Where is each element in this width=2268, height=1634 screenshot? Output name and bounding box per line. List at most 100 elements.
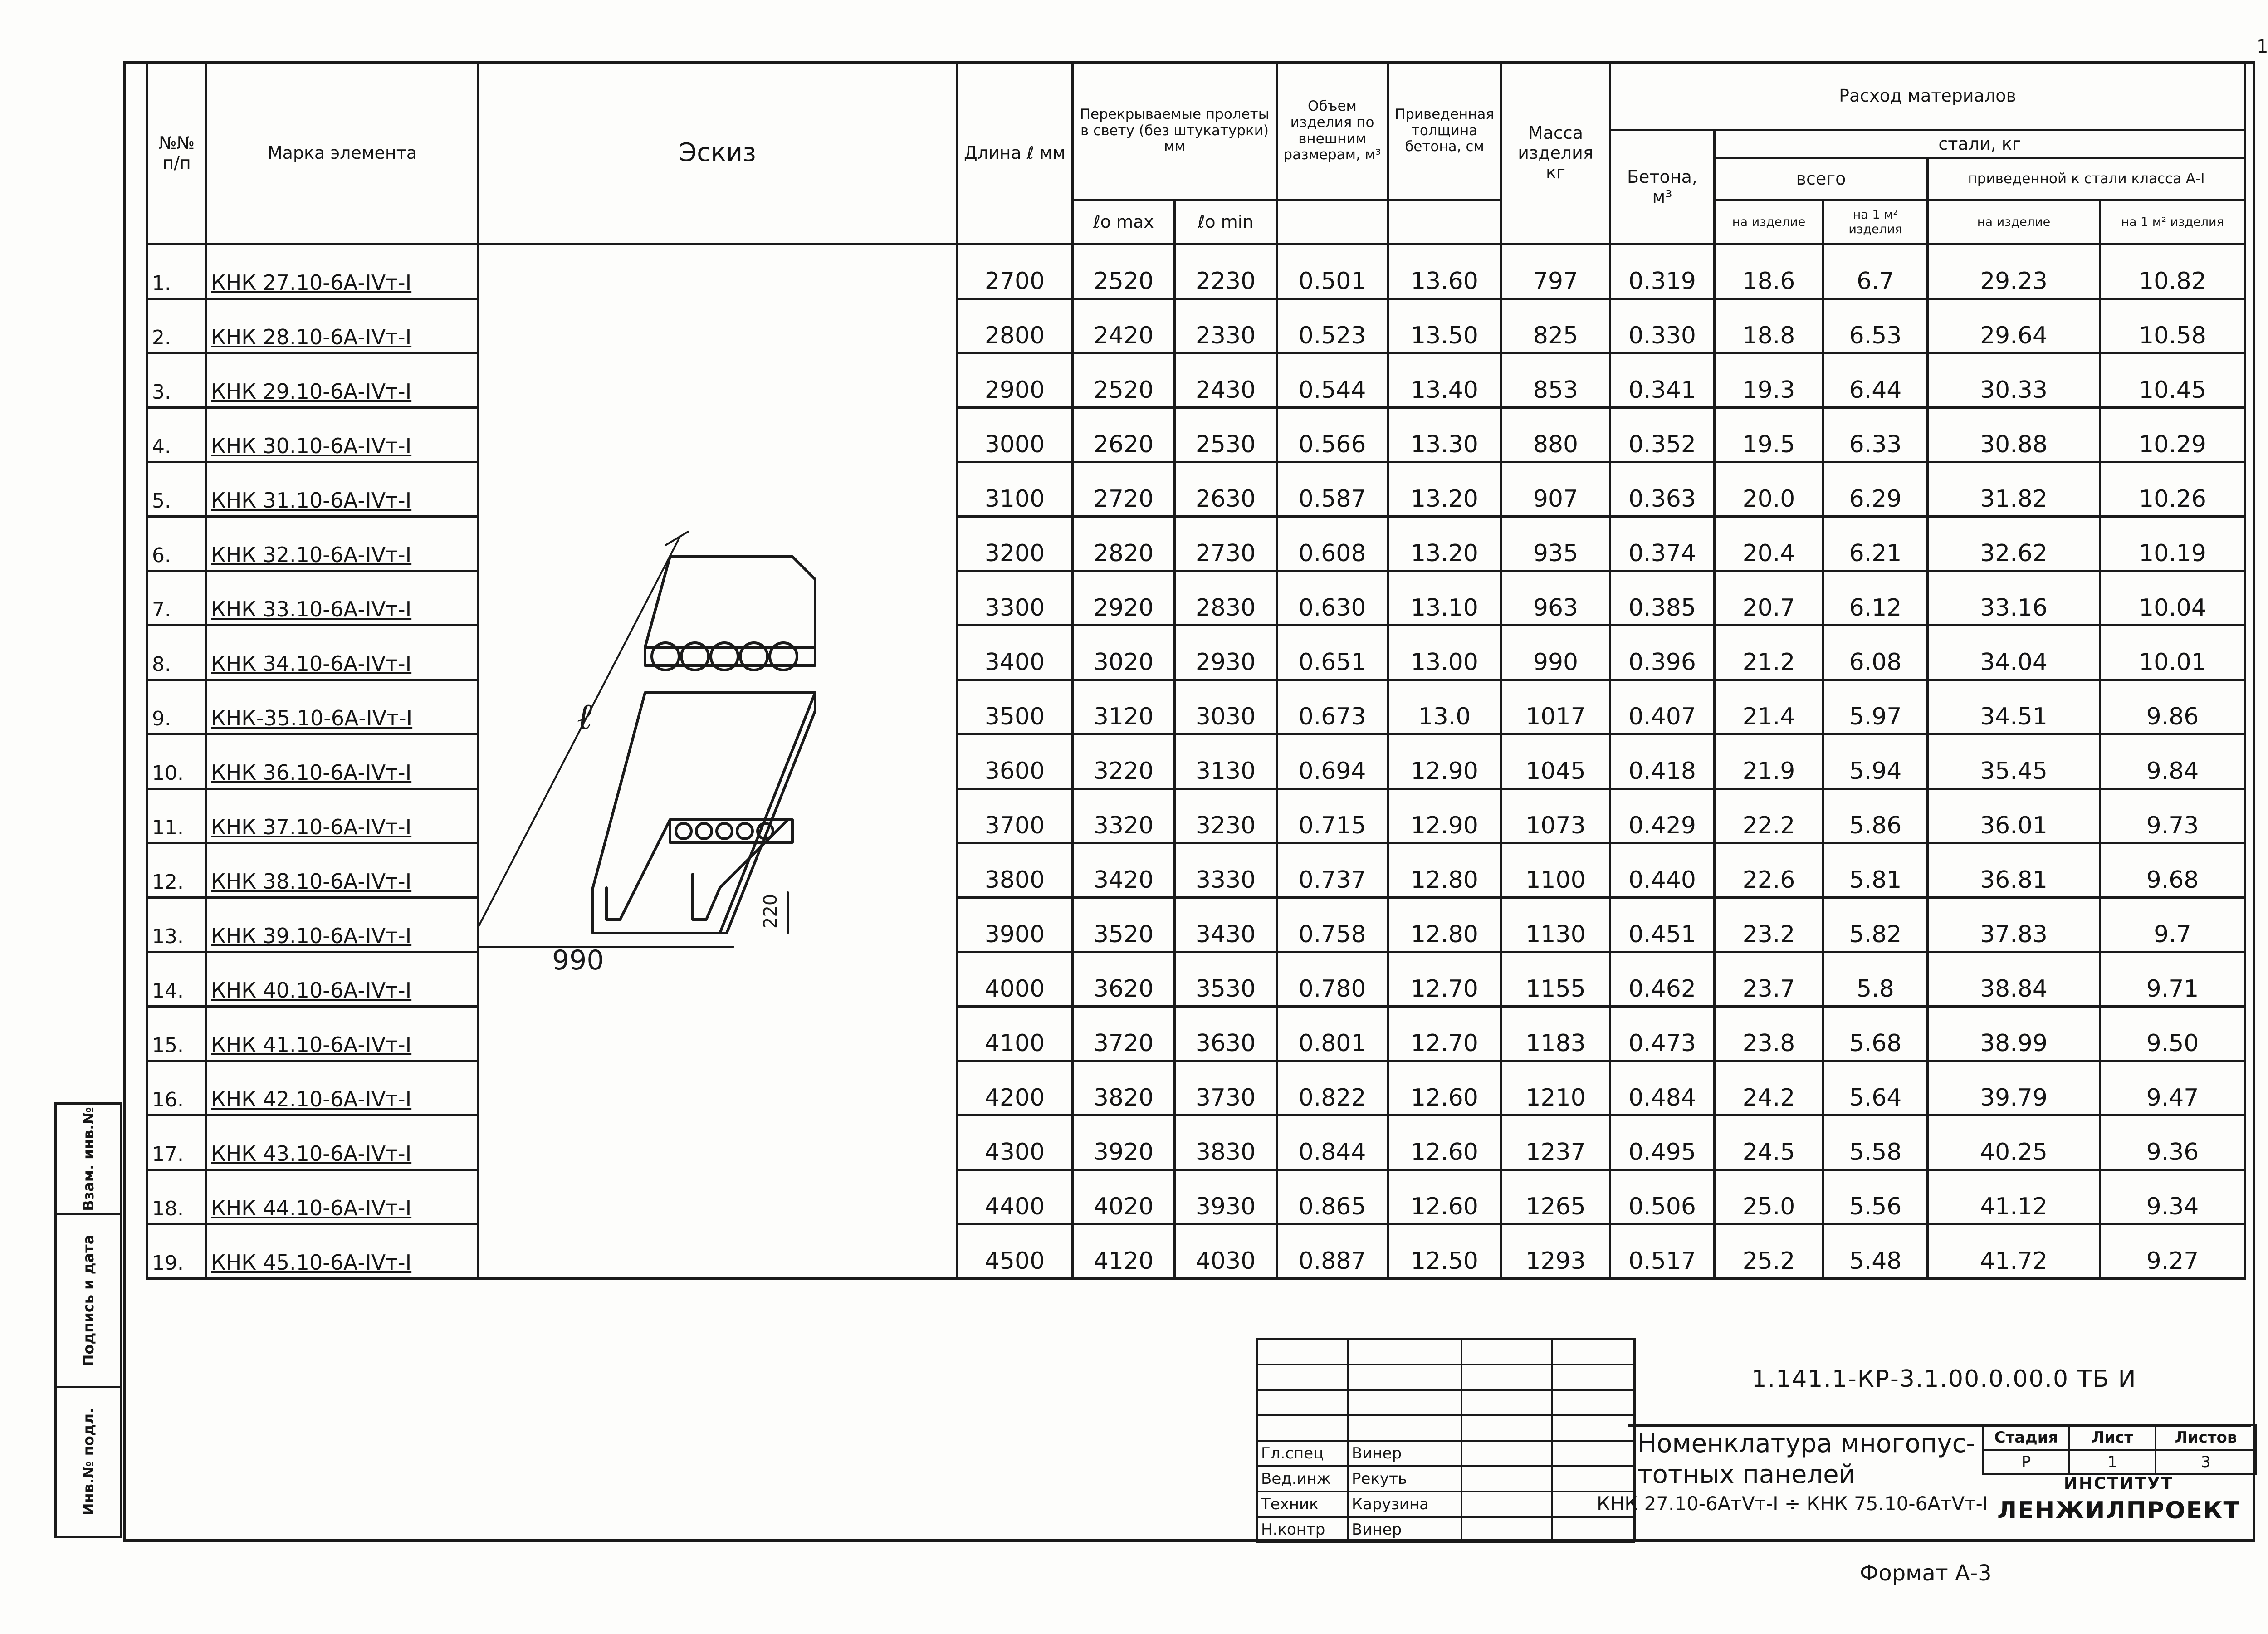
row-reduced-total: 34.51	[1926, 679, 2101, 735]
row-mark: КНК 27.10-6А-IVт-I	[205, 243, 479, 300]
row-steel-total: 19.3	[1713, 352, 1824, 409]
table-row: 13. КНК 39.10-6А-IVт-I 3900 3520 3430 0.…	[146, 896, 2246, 953]
row-concrete: 0.429	[1609, 788, 1716, 844]
document-code: 1.141.1-КР-3.1.00.0.00.0 ТБ И	[1751, 1365, 2137, 1393]
row-mark: КНК 40.10-6А-IVт-I	[205, 951, 479, 1008]
row-mass: 797	[1500, 243, 1611, 300]
sheet-value: 1	[2068, 1449, 2156, 1475]
row-length: 3700	[956, 788, 1074, 844]
title-block-cell	[1551, 1338, 1635, 1365]
sketch-width-dim: 990	[552, 944, 604, 976]
row-span-max: 2420	[1071, 298, 1176, 354]
row-mark: КНК 39.10-6А-IVт-I	[205, 896, 479, 953]
panel-sketch: ℓ 990 220	[480, 531, 816, 976]
row-thickness: 12.90	[1387, 733, 1502, 790]
row-reduced-per-m2: 9.68	[2099, 842, 2246, 899]
row-steel-total: 23.7	[1713, 951, 1824, 1008]
row-steel-total: 22.6	[1713, 842, 1824, 899]
row-reduced-per-m2: 10.82	[2099, 243, 2246, 300]
row-span-max: 3820	[1071, 1060, 1176, 1116]
row-number: 11.	[146, 788, 207, 844]
row-span-max: 2620	[1071, 406, 1176, 463]
row-steel-per-m2: 5.82	[1822, 896, 1929, 953]
header-per-m2: на 1 м² изделия	[1822, 199, 1929, 245]
row-thickness: 13.10	[1387, 570, 1502, 626]
row-reduced-total: 29.23	[1926, 243, 2101, 300]
row-volume: 0.801	[1276, 1005, 1389, 1062]
row-volume: 0.501	[1276, 243, 1389, 300]
row-thickness: 12.80	[1387, 896, 1502, 953]
row-reduced-total: 39.79	[1926, 1060, 2101, 1116]
row-thickness: 12.80	[1387, 842, 1502, 899]
row-reduced-total: 40.25	[1926, 1114, 2101, 1171]
row-reduced-per-m2: 9.50	[2099, 1005, 2246, 1062]
table-row: 18. КНК 44.10-6А-IVт-I 4400 4020 3930 0.…	[146, 1169, 2246, 1225]
hollow-cores-far	[650, 641, 798, 671]
signature-mark	[1461, 1491, 1553, 1518]
row-number: 19.	[146, 1223, 207, 1280]
row-mass: 963	[1500, 570, 1611, 626]
row-mark: КНК 42.10-6А-IVт-I	[205, 1060, 479, 1116]
row-concrete: 0.330	[1609, 298, 1716, 354]
header-mark: Марка элемента	[205, 61, 479, 245]
row-reduced-per-m2: 9.27	[2099, 1223, 2246, 1280]
row-mass: 990	[1500, 624, 1611, 681]
row-span-min: 3430	[1173, 896, 1278, 953]
title-block-cell	[1461, 1389, 1553, 1416]
row-number: 15.	[146, 1005, 207, 1062]
title-block-cell	[1461, 1414, 1553, 1442]
row-mass: 1237	[1500, 1114, 1611, 1171]
header-steel: стали, кг	[1713, 129, 2246, 159]
row-span-max: 3120	[1071, 679, 1176, 735]
header-volume-unit	[1276, 199, 1389, 245]
row-span-max: 3920	[1071, 1114, 1176, 1171]
row-mass: 880	[1500, 406, 1611, 463]
row-number: 1.	[146, 243, 207, 300]
title-block-cell	[1347, 1338, 1462, 1365]
row-steel-per-m2: 5.97	[1822, 679, 1929, 735]
row-steel-per-m2: 5.68	[1822, 1005, 1929, 1062]
row-reduced-total: 38.99	[1926, 1005, 2101, 1062]
row-volume: 0.844	[1276, 1114, 1389, 1171]
row-thickness: 13.50	[1387, 298, 1502, 354]
row-mass: 1100	[1500, 842, 1611, 899]
row-span-min: 3530	[1173, 951, 1278, 1008]
row-concrete: 0.451	[1609, 896, 1716, 953]
row-concrete: 0.352	[1609, 406, 1716, 463]
stage-value: Р	[1982, 1449, 2070, 1475]
sketch-cell: ℓ 990 220	[477, 243, 958, 1280]
signature-mark	[1461, 1516, 1553, 1543]
row-steel-per-m2: 5.86	[1822, 788, 1929, 844]
row-mark: КНК 34.10-6А-IVт-I	[205, 624, 479, 681]
signature-name: Винер	[1347, 1516, 1462, 1543]
stage-label: Стадия	[1982, 1424, 2070, 1451]
row-steel-per-m2: 5.81	[1822, 842, 1929, 899]
header-mass: Масса изделия кг	[1500, 61, 1611, 245]
row-reduced-total: 37.83	[1926, 896, 2101, 953]
row-thickness: 12.90	[1387, 788, 1502, 844]
row-mass: 1155	[1500, 951, 1611, 1008]
document-title-line1: Номенклатура многопус-	[1637, 1429, 1975, 1458]
signature-date	[1551, 1440, 1635, 1467]
title-block-cell	[1551, 1389, 1635, 1416]
row-thickness: 12.50	[1387, 1223, 1502, 1280]
row-volume: 0.758	[1276, 896, 1389, 953]
title-block-cell	[1551, 1414, 1635, 1442]
row-length: 3100	[956, 461, 1074, 518]
row-span-max: 2720	[1071, 461, 1176, 518]
row-steel-total: 18.8	[1713, 298, 1824, 354]
table-row: 5. КНК 31.10-6А-IVт-I 3100 2720 2630 0.5…	[146, 461, 2246, 518]
row-reduced-total: 30.33	[1926, 352, 2101, 409]
row-steel-total: 21.2	[1713, 624, 1824, 681]
row-length: 4300	[956, 1114, 1074, 1171]
row-reduced-total: 41.72	[1926, 1223, 2101, 1280]
strip-cell-inventory: Инв.№ подл.	[57, 1386, 120, 1536]
row-span-max: 3420	[1071, 842, 1176, 899]
row-thickness: 12.60	[1387, 1114, 1502, 1171]
row-length: 3600	[956, 733, 1074, 790]
title-block-row	[1256, 1389, 1635, 1416]
hollow-cores-near	[675, 822, 774, 840]
row-number: 3.	[146, 352, 207, 409]
row-volume: 0.544	[1276, 352, 1389, 409]
